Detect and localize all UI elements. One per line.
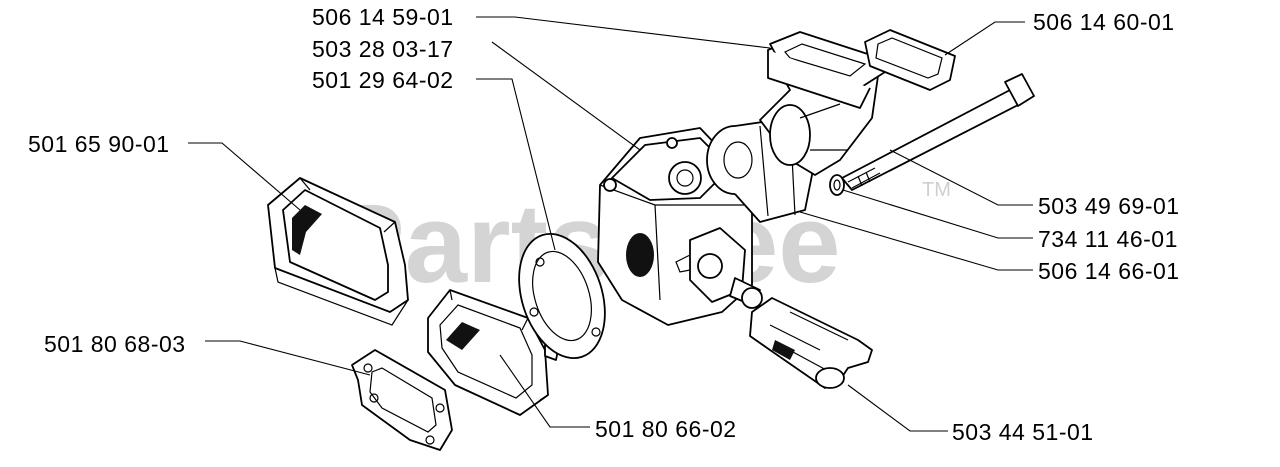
label-501-65-90-01: 501 65 90-01 xyxy=(28,131,170,157)
label-501-80-68-03: 501 80 68-03 xyxy=(44,331,186,357)
watermark-trademark: TM xyxy=(922,179,951,201)
label-506-14-59-01: 506 14 59-01 xyxy=(312,4,454,30)
bolt-drawing xyxy=(841,73,1035,191)
leader-501-65-90-01 xyxy=(188,142,301,211)
label-501-29-64-02: 501 29 64-02 xyxy=(312,67,454,93)
leader-506-14-59-01 xyxy=(476,16,771,49)
leader-506-14-66-01 xyxy=(799,211,1033,271)
washer-drawing xyxy=(829,174,845,196)
leader-501-29-64-02 xyxy=(476,78,556,251)
label-734-11-46-01: 734 11 46-01 xyxy=(1038,226,1178,252)
leader-503-44-51-01 xyxy=(847,384,948,432)
label-503-28-03-17: 503 28 03-17 xyxy=(312,36,454,62)
leader-501-80-66-02 xyxy=(499,354,590,428)
ring-gasket-drawing xyxy=(518,232,606,360)
part-labels: 506 14 59-01 503 28 03-17 501 29 64-02 5… xyxy=(28,4,1180,445)
label-506-14-66-01: 506 14 66-01 xyxy=(1038,258,1180,284)
label-503-44-51-01: 503 44 51-01 xyxy=(952,419,1094,445)
leader-734-11-46-01 xyxy=(842,189,1033,239)
adapter-block-drawing xyxy=(427,289,559,416)
leader-503-49-69-01 xyxy=(889,149,1033,206)
leader-501-80-68-03 xyxy=(205,340,371,376)
leader-503-28-03-17 xyxy=(491,41,641,151)
elbow-manifold-drawing xyxy=(759,31,886,176)
label-501-80-66-02: 501 80 66-02 xyxy=(595,416,737,442)
filter-housing-drawing xyxy=(267,177,409,326)
gasket-drawing xyxy=(351,349,453,451)
fuel-part-drawing xyxy=(749,297,873,389)
loop-gasket-drawing xyxy=(864,29,956,91)
label-506-14-60-01: 506 14 60-01 xyxy=(1033,9,1175,35)
label-503-49-69-01: 503 49 69-01 xyxy=(1038,193,1180,219)
leader-506-14-60-01 xyxy=(944,21,1025,56)
leader-lines xyxy=(188,16,1033,432)
